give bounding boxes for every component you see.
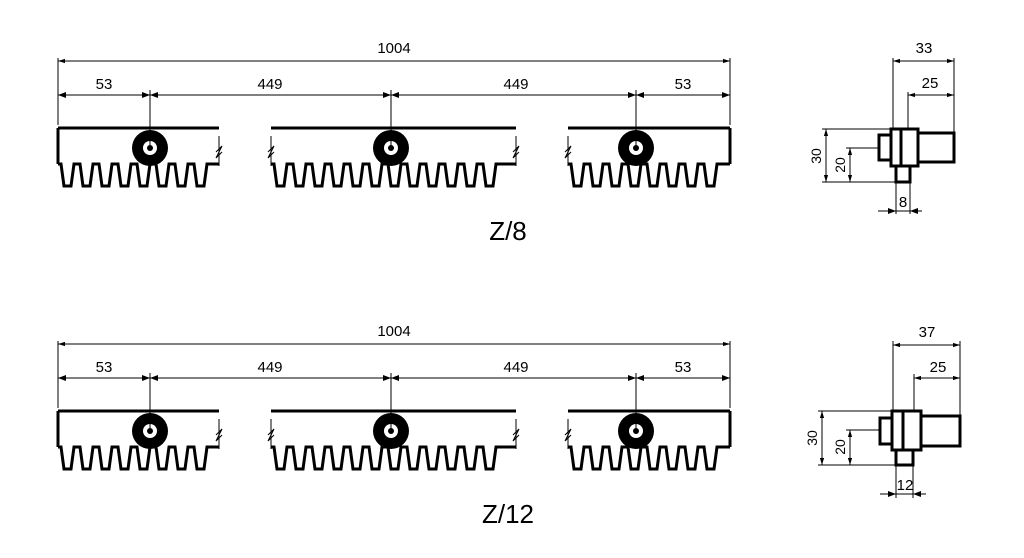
rack-segment: [267, 126, 520, 188]
variant-label: Z/8: [489, 216, 527, 246]
segment-mid-right-label: 449: [503, 76, 528, 93]
rack-segment: [56, 409, 223, 471]
side-bottom-label: 8: [899, 194, 907, 211]
variant-z12: 1004 53 449 449 53 Z/12 37 2: [56, 323, 962, 529]
segment-right-label: 53: [675, 76, 692, 93]
rack-front-view-z8: [56, 58, 732, 188]
segment-right-label: 53: [675, 359, 692, 376]
segment-mid-right-label: 449: [503, 359, 528, 376]
rack-teeth: [271, 162, 516, 188]
total-length-label: 1004: [377, 323, 410, 340]
rack-segment: [56, 126, 223, 188]
variant-label: Z/12: [482, 499, 534, 529]
side-inner-label: 25: [922, 75, 939, 92]
rack-segment: [564, 126, 732, 188]
side-width-label: 37: [919, 324, 936, 341]
rack-segment: [267, 409, 520, 471]
segment-left-label: 53: [96, 359, 113, 376]
side-inner-label: 25: [930, 359, 947, 376]
rack-teeth: [58, 162, 219, 188]
variant-z8: 1004 53 449 449 53 Z/8: [56, 40, 956, 246]
side-inner-height-label: 20: [832, 157, 848, 173]
rack-teeth: [568, 162, 730, 188]
rack-teeth: [568, 445, 730, 471]
rack-side-view-z8: [822, 58, 956, 214]
side-height-label: 30: [804, 430, 820, 446]
side-bottom-label: 12: [897, 477, 914, 494]
segment-left-label: 53: [96, 76, 113, 93]
rack-side-view-z12: [818, 341, 962, 498]
side-height-label: 30: [808, 148, 824, 164]
rack-teeth: [271, 445, 516, 471]
segment-mid-left-label: 449: [257, 359, 282, 376]
rack-segment: [564, 409, 732, 471]
segment-mid-left-label: 449: [257, 76, 282, 93]
side-inner-height-label: 20: [832, 439, 848, 455]
rack-teeth: [58, 445, 219, 471]
total-length-label: 1004: [377, 40, 410, 57]
side-width-label: 33: [916, 40, 933, 57]
rack-front-view-z12: [56, 341, 732, 471]
